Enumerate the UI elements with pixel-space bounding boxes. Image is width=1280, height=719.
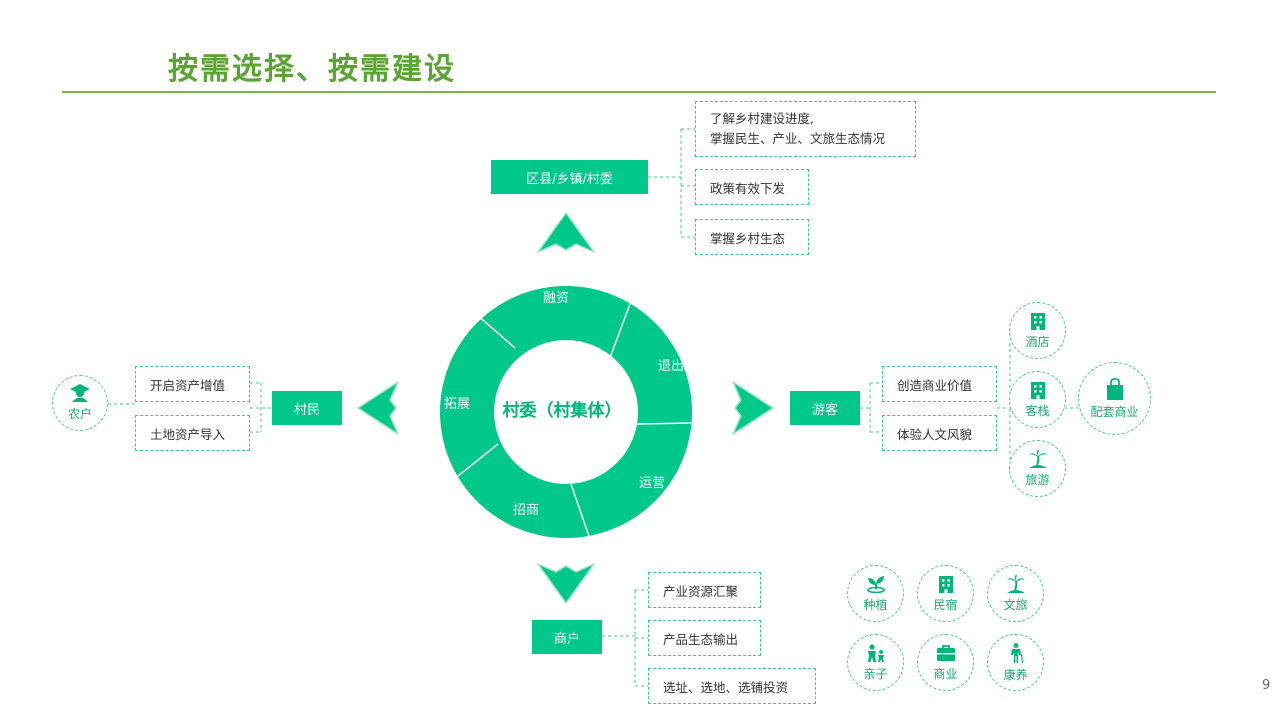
category-homestay-label: 民宿	[933, 597, 958, 612]
top-item-ecology: 掌握乡村生态	[695, 219, 809, 255]
bottom-item-site-selection: 选址、选地、选铺投资	[648, 668, 816, 704]
left-item-land-asset: 土地资产导入	[135, 415, 250, 451]
building-icon	[1030, 312, 1045, 330]
title-divider	[62, 91, 1216, 93]
top-item-progress: 了解乡村建设进度, 掌握民生、产业、文旅生态情况	[695, 101, 916, 157]
category-commerce: 商业	[917, 634, 974, 691]
hotel-label: 酒店	[1025, 334, 1050, 349]
page-title: 按需选择、按需建设	[168, 52, 456, 87]
hotel-circle: 酒店	[1009, 302, 1066, 359]
hub-inner-circle	[494, 340, 638, 484]
building-icon	[938, 575, 953, 593]
segment-label-exit: 退出	[658, 359, 684, 374]
building-icon	[1030, 381, 1045, 399]
category-wellness-label: 康养	[1003, 667, 1028, 682]
category-homestay: 民宿	[917, 565, 974, 622]
ring-dividers	[447, 287, 692, 546]
sprout-icon	[866, 575, 885, 593]
travel-circle: 旅游	[1009, 440, 1066, 497]
connector-lines	[108, 128, 1078, 687]
right-item-culture: 体验人文风貌	[882, 415, 997, 451]
node-tourists: 游客	[790, 391, 860, 425]
inn-label: 客栈	[1025, 403, 1050, 418]
bottom-item-resources: 产业资源汇聚	[648, 572, 761, 608]
farmer-circle: 农户	[52, 375, 108, 431]
top-item-policy: 政策有效下发	[695, 169, 809, 205]
segment-label-financing: 融资	[543, 291, 569, 306]
briefcase-icon	[936, 644, 955, 661]
palm-tree-icon	[1006, 574, 1025, 593]
walking-person-icon	[1010, 642, 1023, 663]
category-parent-child-label: 亲子	[863, 666, 888, 681]
node-villagers: 村民	[272, 391, 342, 425]
farmer-icon	[70, 384, 90, 402]
node-district-town-village: 区县/乡镇/村委	[491, 160, 648, 194]
category-commerce-label: 商业	[933, 666, 958, 681]
shopping-bag-icon	[1106, 377, 1123, 400]
supporting-business-label: 配套商业	[1090, 404, 1139, 419]
top-item-line-1: 了解乡村建设进度,	[710, 111, 814, 126]
category-cultural-tourism-label: 文旅	[1003, 597, 1028, 612]
travel-label: 旅游	[1025, 472, 1050, 487]
arrow-right	[732, 381, 774, 435]
node-merchants: 商户	[532, 620, 602, 654]
category-planting-label: 种植	[863, 597, 888, 612]
arrow-left	[357, 381, 399, 435]
category-wellness: 康养	[987, 634, 1044, 691]
left-item-asset-growth: 开启资产增值	[135, 366, 250, 402]
category-cultural-tourism: 文旅	[987, 565, 1044, 622]
right-item-commercial-value: 创造商业价值	[882, 366, 997, 402]
farmer-label: 农户	[67, 407, 92, 421]
palm-tree-icon	[1028, 449, 1047, 468]
top-item-line-2: 掌握民生、产业、文旅生态情况	[710, 131, 886, 146]
segment-label-investment: 招商	[513, 503, 539, 518]
category-planting: 种植	[847, 565, 904, 622]
segment-label-expansion: 拓展	[444, 397, 470, 412]
hub-center-label: 村委（村集体）	[503, 400, 622, 421]
segment-label-operation: 运营	[639, 476, 665, 491]
bottom-item-products: 产品生态输出	[648, 620, 761, 656]
supporting-business-circle: 配套商业	[1078, 362, 1151, 435]
arrow-up	[537, 212, 595, 253]
inn-circle: 客栈	[1009, 371, 1066, 428]
category-parent-child: 亲子	[847, 634, 904, 691]
arrow-down	[537, 563, 595, 604]
family-icon	[867, 643, 884, 662]
page-number: 9	[1262, 678, 1271, 693]
